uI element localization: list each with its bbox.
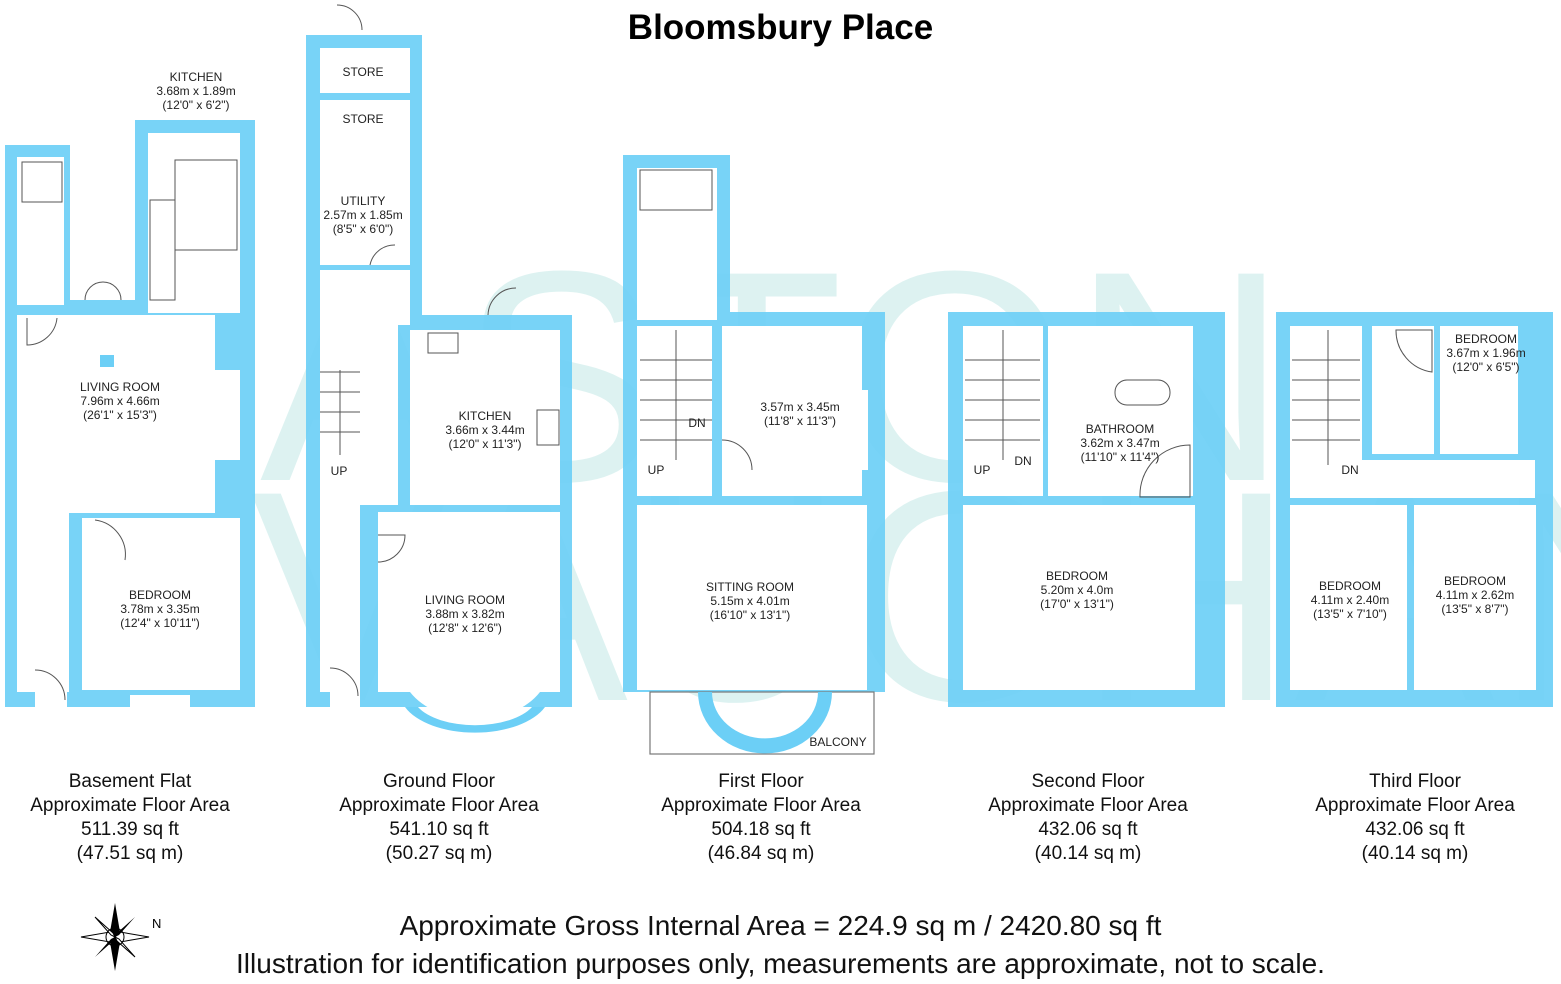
stairs-down-label: DN: [688, 416, 705, 430]
floor-area-sqm: (50.27 sq m): [385, 843, 493, 864]
floor-name: Second Floor: [1031, 771, 1145, 792]
room-name: UTILITY: [341, 194, 386, 208]
room-dimensions-imperial: (11'8" x 11'3"): [764, 414, 836, 428]
room-dimensions-imperial: (12'4" x 10'11"): [120, 616, 200, 630]
floor-area-sqm: (46.84 sq m): [707, 843, 815, 864]
stairs-label: UP: [331, 464, 348, 478]
room-dimensions-imperial: (8'5" x 6'0"): [333, 222, 393, 236]
room-name: LIVING ROOM: [425, 593, 505, 607]
second-floor-plan: BATHROOM 3.62m x 3.47m (11'10" x 11'4") …: [948, 312, 1225, 707]
stairs-down-label: DN: [1341, 463, 1358, 477]
floor-name: Third Floor: [1369, 771, 1461, 792]
floor-area-label: Approximate Floor Area: [1315, 795, 1515, 816]
room-dimensions-metric: 2.57m x 1.85m: [323, 208, 402, 222]
floor-area-sqft: 432.06 sq ft: [1365, 819, 1465, 840]
room-name: BEDROOM: [129, 588, 191, 602]
stairs-up-label: UP: [974, 463, 991, 477]
room-name: STORE: [342, 112, 383, 126]
room-dimensions-imperial: (16'10" x 13'1"): [710, 608, 790, 622]
floor-name: Ground Floor: [383, 771, 495, 792]
room-dimensions-imperial: (12'8" x 12'6"): [428, 621, 502, 635]
room-dimensions-imperial: (13'5" x 8'7"): [1441, 602, 1508, 616]
room-name: BATHROOM: [1086, 422, 1154, 436]
floor-area-sqm: (40.14 sq m): [1361, 843, 1469, 864]
first-floor-plan: 3.57m x 3.45m (11'8" x 11'3") SITTING RO…: [623, 155, 885, 755]
room-name: BEDROOM: [1319, 579, 1381, 593]
room-dimensions-metric: 5.20m x 4.0m: [1041, 583, 1114, 597]
floor-name: Basement Flat: [68, 771, 192, 792]
room-dimensions-metric: 3.67m x 1.96m: [1446, 346, 1525, 360]
room-dimensions-imperial: (12'0" x 6'5"): [1452, 360, 1519, 374]
room-name: KITCHEN: [459, 409, 512, 423]
floor-name: First Floor: [718, 771, 804, 792]
compass-north-label: N: [152, 916, 161, 931]
floor-area-label: Approximate Floor Area: [30, 795, 230, 816]
room-name: BEDROOM: [1455, 332, 1517, 346]
room-dimensions-metric: 4.11m x 2.62m: [1436, 588, 1514, 602]
floor-caption-second: Second Floor Approximate Floor Area 432.…: [958, 770, 1218, 866]
room-dimensions-metric: 3.57m x 3.45m: [760, 400, 839, 414]
compass-rose-icon: N: [80, 903, 161, 971]
room-dimensions-metric: 3.78m x 3.35m: [120, 602, 199, 616]
room-dimensions-imperial: (11'10" x 11'4"): [1081, 450, 1160, 464]
room-dimensions-metric: 4.11m x 2.40m: [1311, 593, 1389, 607]
room-name: STORE: [342, 65, 383, 79]
room-name: KITCHEN: [170, 70, 223, 84]
floor-caption-ground: Ground Floor Approximate Floor Area 541.…: [309, 770, 569, 866]
floor-caption-first: First Floor Approximate Floor Area 504.1…: [631, 770, 891, 866]
room-dimensions-metric: 7.96m x 4.66m: [80, 394, 159, 408]
room-dimensions-imperial: (17'0" x 13'1"): [1040, 597, 1114, 611]
basement-floor-plan: KITCHEN 3.68m x 1.89m (12'0" x 6'2") LIV…: [5, 70, 255, 707]
room-dimensions-imperial: (12'0" x 11'3"): [449, 437, 522, 451]
stairs-up-label: UP: [648, 463, 665, 477]
room-dimensions-imperial: (26'1" x 15'3"): [83, 408, 157, 422]
room-dimensions-metric: 3.62m x 3.47m: [1080, 436, 1159, 450]
floor-area-sqm: (40.14 sq m): [1034, 843, 1142, 864]
floor-caption-third: Third Floor Approximate Floor Area 432.0…: [1285, 770, 1545, 866]
room-dimensions-imperial: (13'5" x 7'10"): [1313, 607, 1387, 621]
room-dimensions-metric: 5.15m x 4.01m: [710, 594, 789, 608]
floor-area-sqft: 511.39 sq ft: [81, 819, 179, 840]
stairs-down-label: DN: [1014, 454, 1031, 468]
floor-area-label: Approximate Floor Area: [661, 795, 861, 816]
room-dimensions-metric: 3.88m x 3.82m: [425, 607, 504, 621]
floor-area-sqft: 504.18 sq ft: [711, 819, 811, 840]
floor-area-sqm: (47.51 sq m): [76, 843, 184, 864]
gross-internal-area: Approximate Gross Internal Area = 224.9 …: [399, 910, 1162, 941]
third-floor-plan: BEDROOM 3.67m x 1.96m (12'0" x 6'5") BED…: [1276, 312, 1553, 707]
balcony-label: BALCONY: [809, 735, 866, 749]
disclaimer: Illustration for identification purposes…: [236, 948, 1325, 979]
floor-area-label: Approximate Floor Area: [339, 795, 539, 816]
floor-area-sqft: 432.06 sq ft: [1038, 819, 1138, 840]
room-name: LIVING ROOM: [80, 380, 160, 394]
floor-area-sqft: 541.10 sq ft: [389, 819, 489, 840]
room-name: BEDROOM: [1046, 569, 1108, 583]
room-dimensions-metric: 3.68m x 1.89m: [156, 84, 235, 98]
room-dimensions-imperial: (12'0" x 6'2"): [162, 98, 229, 112]
room-dimensions-metric: 3.66m x 3.44m: [445, 423, 524, 437]
floor-caption-basement: Basement Flat Approximate Floor Area 511…: [0, 770, 260, 866]
room-name: SITTING ROOM: [706, 580, 794, 594]
page-title: Bloomsbury Place: [627, 8, 934, 47]
ground-floor-plan: STORE STORE UTILITY 2.57m x 1.85m (8'5" …: [306, 4, 572, 733]
room-name: BEDROOM: [1444, 574, 1506, 588]
floor-area-label: Approximate Floor Area: [988, 795, 1188, 816]
